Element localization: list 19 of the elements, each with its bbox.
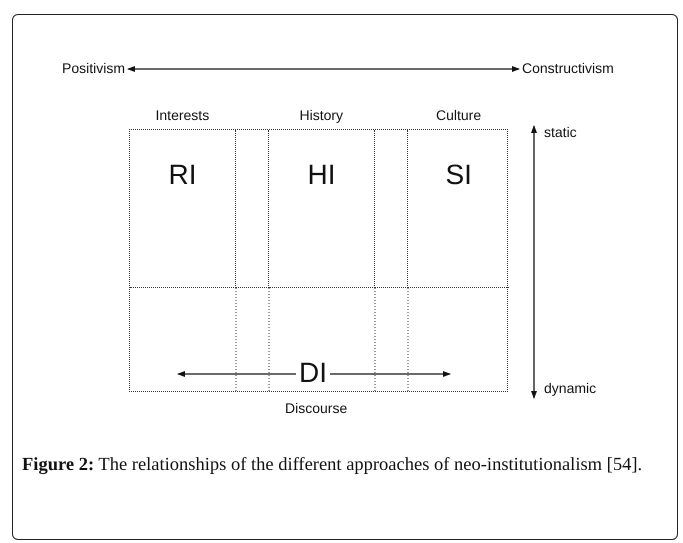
column-heading: Interests bbox=[156, 107, 210, 123]
approach-abbreviation: DI bbox=[299, 358, 327, 388]
figure-caption: Figure 2: The relationships of the different approaches of neo-institutionalism [54]. bbox=[22, 454, 644, 477]
end-label: Constructivism bbox=[522, 60, 614, 76]
column-heading: Discourse bbox=[285, 400, 348, 416]
arrow bbox=[330, 371, 451, 377]
column-heading: History bbox=[300, 107, 344, 123]
approach-abbreviation: HI bbox=[308, 160, 336, 190]
end-label: static bbox=[544, 124, 577, 140]
arrow bbox=[531, 125, 537, 399]
end-label: dynamic bbox=[544, 380, 596, 396]
column-heading: Culture bbox=[436, 107, 482, 123]
arrow bbox=[127, 66, 520, 72]
end-label: Positivism bbox=[62, 60, 126, 76]
arrow bbox=[177, 371, 296, 377]
approach-abbreviation: SI bbox=[446, 160, 472, 190]
grid-cell bbox=[375, 130, 408, 288]
grid-cell bbox=[236, 130, 269, 288]
approach-abbreviation: RI bbox=[168, 160, 196, 190]
